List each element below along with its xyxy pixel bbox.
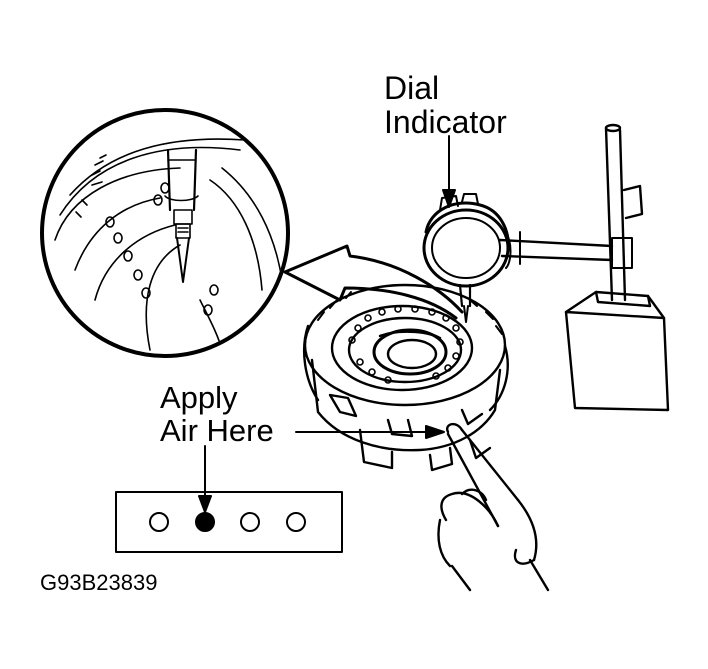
apply-air-label-line2: Air Here bbox=[160, 413, 274, 448]
air-gun-hand bbox=[437, 422, 550, 592]
dial-indicator-leader bbox=[442, 135, 456, 208]
clutch-drum bbox=[302, 283, 509, 472]
magnetic-stand bbox=[564, 123, 670, 412]
port-hole-4 bbox=[286, 512, 306, 532]
apply-air-label: Apply Air Here bbox=[160, 382, 274, 448]
oil-port-panel bbox=[115, 491, 343, 553]
apply-air-leader bbox=[295, 425, 445, 439]
apply-air-label-line1: Apply bbox=[160, 380, 238, 415]
port-leader bbox=[198, 445, 212, 513]
port-hole-3 bbox=[240, 512, 260, 532]
detail-magnifier bbox=[40, 108, 290, 358]
port-hole-2-air-applied bbox=[195, 512, 215, 532]
dial-indicator-label-line2: Indicator bbox=[384, 104, 507, 140]
port-hole-1 bbox=[149, 512, 169, 532]
dial-indicator-label-line1: Dial bbox=[384, 70, 440, 106]
figure-code: G93B23839 bbox=[40, 570, 158, 595]
dial-indicator-label: Dial Indicator bbox=[384, 72, 507, 140]
